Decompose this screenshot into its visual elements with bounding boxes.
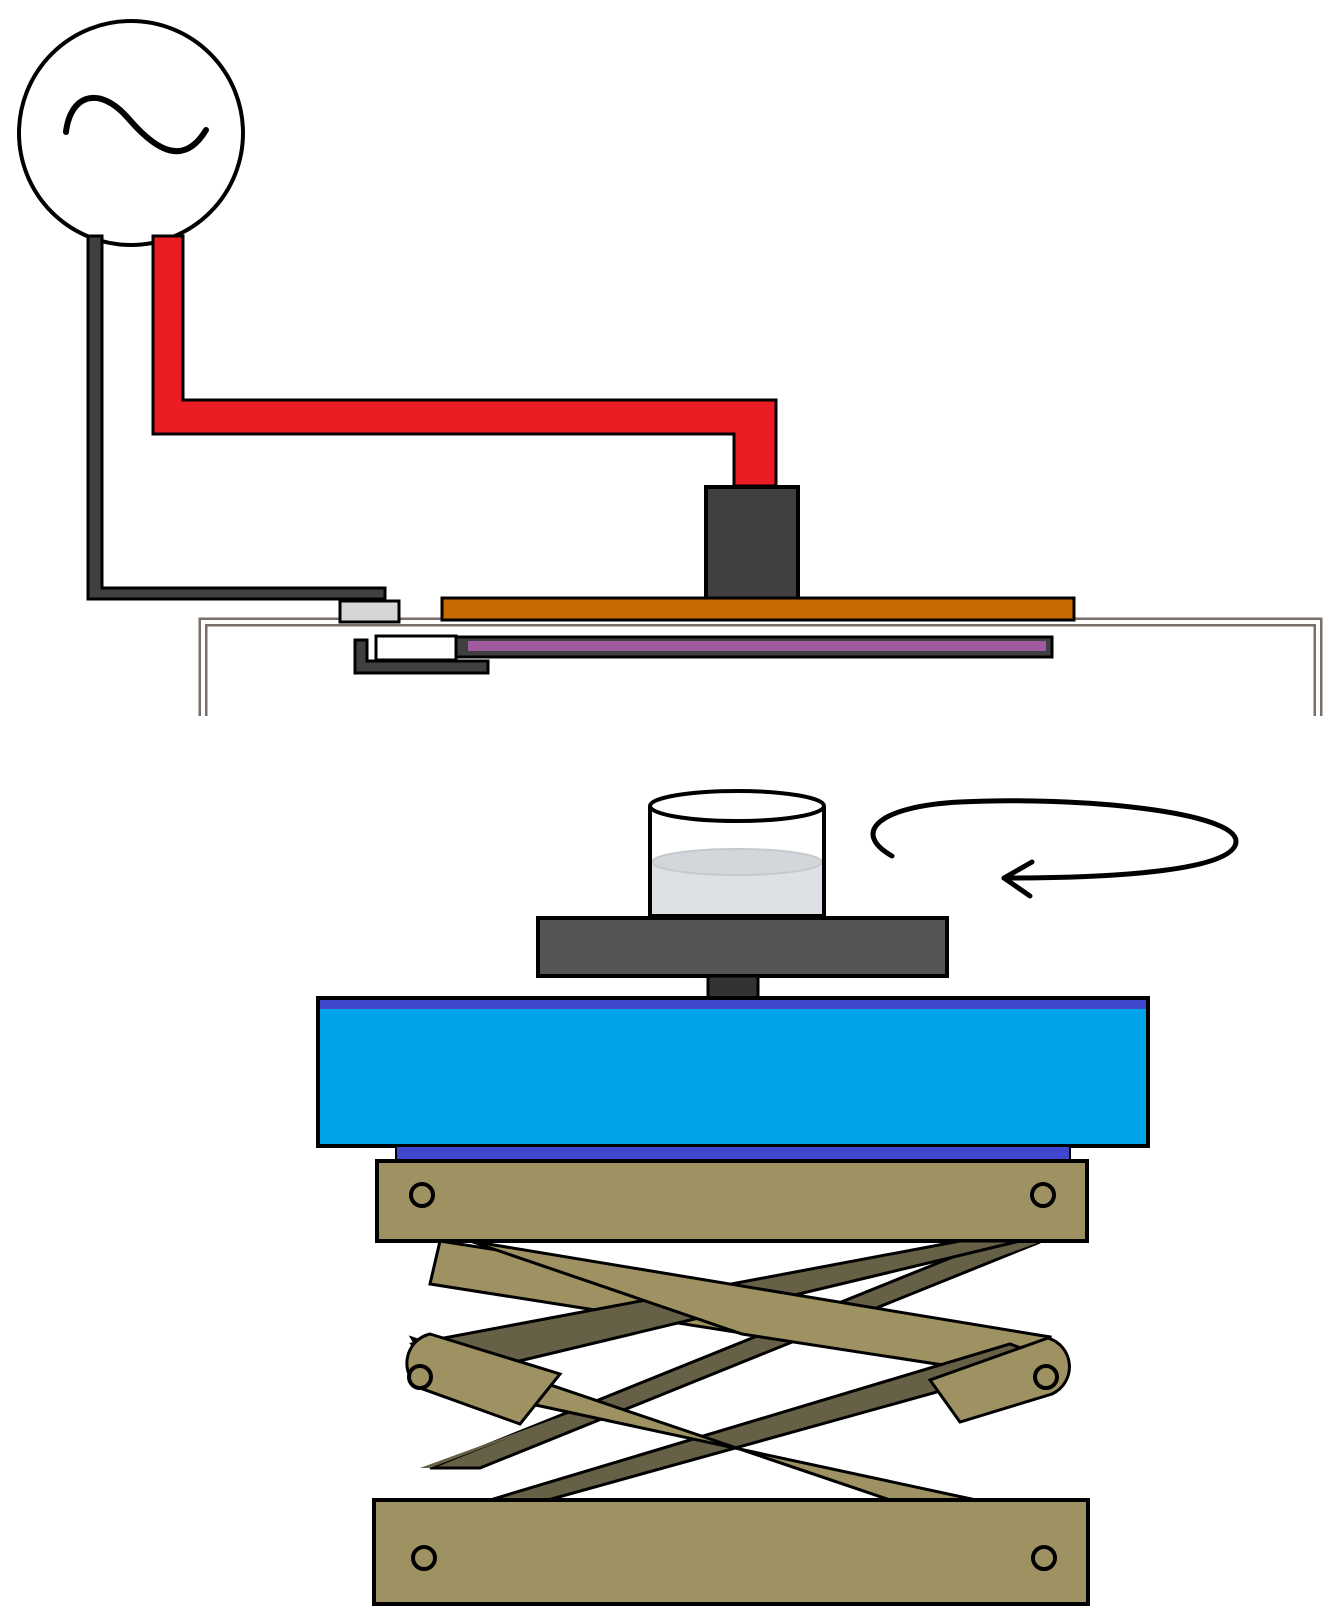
bolt-icon: [411, 1545, 437, 1571]
bottom-electrode-window: [374, 634, 458, 662]
rotating-disk: [536, 916, 949, 978]
signal-wire: [151, 234, 778, 488]
lift-bottom-plate: [372, 1498, 1090, 1606]
ac-source: [17, 19, 245, 247]
motor-stage-base-plate: [395, 1145, 1071, 1162]
sine-wave-icon: [63, 95, 209, 155]
sample-beaker: [648, 789, 826, 916]
liquid-surface: [651, 848, 823, 876]
dielectric-layer: [468, 641, 1046, 651]
bolt-icon: [407, 1364, 433, 1390]
scissor-lift: [372, 1159, 1090, 1606]
electrode-block: [704, 485, 800, 601]
beaker-rim: [648, 789, 826, 823]
lift-top-plate: [375, 1159, 1089, 1243]
bolt-icon: [1031, 1545, 1057, 1571]
ac-source-circle: [17, 19, 245, 247]
ground-contact-pad: [338, 599, 401, 624]
bottom-electrode-connector: [353, 638, 490, 675]
bolt-icon: [409, 1182, 435, 1208]
bolt-icon: [1033, 1364, 1059, 1390]
ground-wire: [86, 234, 490, 675]
lift-right-pivot-block: [927, 1336, 1071, 1424]
bolt-icon: [1030, 1182, 1056, 1208]
motor-stage: [316, 996, 1150, 1148]
rotation-arrow-icon: [870, 798, 1239, 899]
top-electrode-plate: [440, 596, 1076, 622]
motor-stage-top-edge: [320, 1000, 1146, 1009]
rotation-shaft: [706, 974, 760, 1000]
substrate-frame-inner: [201, 620, 1320, 716]
